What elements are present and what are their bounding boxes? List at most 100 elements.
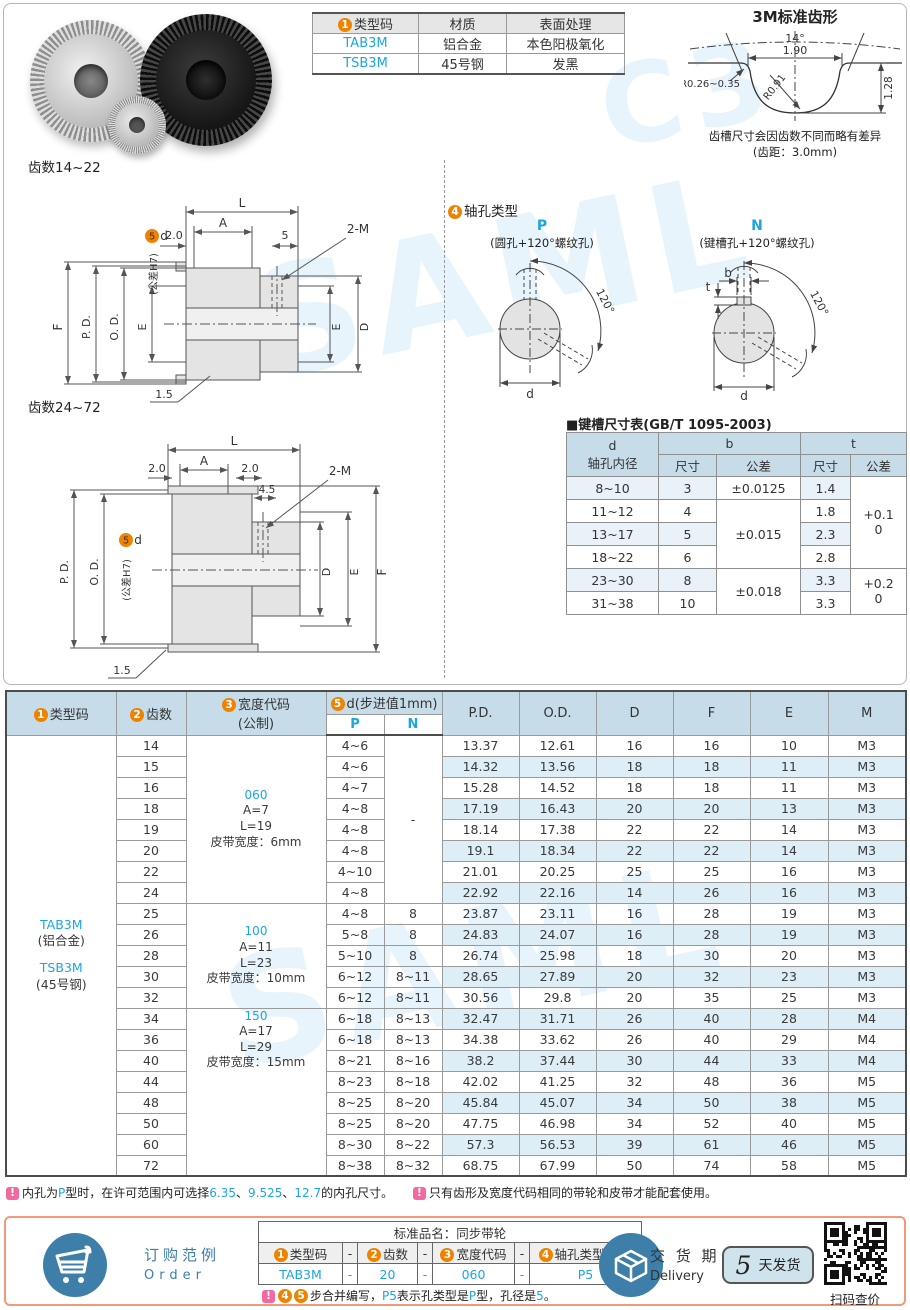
n-bore-range-cell[interactable]: 8~32 (383, 1154, 443, 1177)
n-bore-range-cell[interactable]: 8~16 (383, 1049, 443, 1072)
d-cell: 34 (595, 1091, 674, 1114)
note-text: 步合并编写， (310, 1289, 383, 1303)
teeth-cell[interactable]: 20 (115, 839, 187, 862)
n-bore-range-cell[interactable]: 8~13 (383, 1007, 443, 1030)
order-value-cell[interactable]: 060 (432, 1263, 515, 1285)
teeth-cell[interactable]: 32 (115, 986, 187, 1009)
p-bore-range-cell[interactable]: 8~25 (325, 1112, 385, 1135)
p-bore-range-cell[interactable]: 4~8 (325, 797, 385, 820)
p-bore-range-cell[interactable]: 6~18 (325, 1007, 385, 1030)
keyway-t-tolerance-cell: +0.1 0 (850, 476, 907, 569)
order-example-label: 订购范例 Order (144, 1244, 220, 1283)
p-bore-range-cell[interactable]: 4~8 (325, 902, 385, 925)
n-bore-range-cell[interactable]: 8~11 (383, 986, 443, 1009)
teeth-cell[interactable]: 25 (115, 902, 187, 925)
delivery-box-icon (599, 1233, 663, 1297)
width-code-detail: L=23 (239, 955, 272, 970)
order-value-cell[interactable]: 20 (357, 1263, 418, 1285)
svg-text:L: L (239, 196, 246, 210)
spec-type-code[interactable]: TSB3M (312, 53, 419, 75)
order-header-label: - (347, 1245, 353, 1261)
svg-text:4.5: 4.5 (259, 484, 276, 496)
order-value-cell[interactable]: TAB3M (258, 1263, 343, 1285)
d-cell: 16 (595, 902, 674, 925)
p-bore-range-cell[interactable]: 5~10 (325, 944, 385, 967)
p-bore-range-cell[interactable]: 8~38 (325, 1154, 385, 1177)
n-bore-range-cell[interactable]: 8 (383, 944, 443, 967)
bore-type-p: P (圆孔+120°螺纹孔) 120° d (452, 218, 632, 405)
m-cell: M5 (827, 1091, 907, 1114)
teeth-cell[interactable]: 26 (115, 923, 187, 946)
n-bore-range-cell[interactable]: 8 (383, 923, 443, 946)
f-cell: 22 (672, 818, 751, 841)
f-cell: 26 (672, 881, 751, 904)
width-code-value[interactable]: 060 (244, 787, 268, 802)
teeth-cell[interactable]: 50 (115, 1112, 187, 1135)
teeth-cell[interactable]: 24 (115, 881, 187, 904)
d-cell: 18 (595, 776, 674, 799)
n-bore-range-cell[interactable]: 8~22 (383, 1133, 443, 1156)
type-code-link[interactable]: TSB3M (39, 960, 83, 976)
n-bore-range-cell[interactable]: 8~11 (383, 965, 443, 988)
p-bore-range-cell[interactable]: 8~25 (325, 1091, 385, 1114)
teeth-cell[interactable]: 22 (115, 860, 187, 883)
teeth-cell[interactable]: 48 (115, 1091, 187, 1114)
p-bore-range-cell[interactable]: 6~12 (325, 965, 385, 988)
pd-cell: 38.2 (441, 1049, 520, 1072)
teeth-cell[interactable]: 16 (115, 776, 187, 799)
n-bore-range-cell[interactable]: 8~20 (383, 1091, 443, 1114)
teeth-cell[interactable]: 34 (115, 1007, 187, 1030)
p-bore-range-cell[interactable]: 8~21 (325, 1049, 385, 1072)
p-bore-range-cell[interactable]: 4~8 (325, 839, 385, 862)
p-bore-range-cell[interactable]: 8~30 (325, 1133, 385, 1156)
width-code-value[interactable]: 100 (244, 924, 268, 939)
keyway-bore-range-cell: 23~30 (566, 568, 659, 592)
teeth-cell[interactable]: 15 (115, 755, 187, 778)
teeth-cell[interactable]: 19 (115, 818, 187, 841)
order-header-label: - (422, 1245, 428, 1261)
n-bore-range-cell[interactable]: 8~18 (383, 1070, 443, 1093)
teeth-cell[interactable]: 72 (115, 1154, 187, 1177)
order-table-title: 标准品名：同步带轮 (258, 1221, 642, 1243)
n-bore-range-cell[interactable]: 8~13 (383, 1028, 443, 1051)
qr-code (824, 1222, 887, 1285)
n-bore-range-cell[interactable]: 8 (383, 902, 443, 925)
svg-text:E: E (330, 323, 343, 330)
p-bore-range-cell[interactable]: 6~12 (325, 986, 385, 1009)
p-bore-range-cell[interactable]: 5~8 (325, 923, 385, 946)
width-code-value[interactable]: 150 (244, 1008, 268, 1023)
teeth-cell[interactable]: 30 (115, 965, 187, 988)
od-cell: 23.11 (518, 902, 597, 925)
n-bore-range-cell[interactable]: 8~20 (383, 1112, 443, 1135)
teeth-cell[interactable]: 36 (115, 1028, 187, 1051)
order-dash-cell: - (417, 1242, 433, 1264)
p-bore-range-cell[interactable]: 6~18 (325, 1028, 385, 1051)
product-photo-small-pulley (108, 96, 166, 154)
p-bore-range-cell[interactable]: 4~7 (325, 776, 385, 799)
teeth-cell[interactable]: 28 (115, 944, 187, 967)
p-bore-range-cell[interactable]: 4~8 (325, 881, 385, 904)
p-bore-range-cell[interactable]: 4~6 (325, 755, 385, 778)
teeth-cell[interactable]: 18 (115, 797, 187, 820)
od-cell: 56.53 (518, 1133, 597, 1156)
type-code-link[interactable]: TAB3M (39, 916, 83, 932)
e-cell: 29 (749, 1028, 829, 1051)
spec-type-code[interactable]: TAB3M (312, 33, 419, 54)
col-header-E: E (749, 690, 829, 736)
f-cell: 52 (672, 1112, 751, 1135)
p-bore-range-cell[interactable]: 4~8 (325, 818, 385, 841)
p-bore-range-cell[interactable]: 4~6 (325, 734, 385, 757)
p-bore-range-cell[interactable]: 8~23 (325, 1070, 385, 1093)
teeth-cell[interactable]: 44 (115, 1070, 187, 1093)
teeth-cell[interactable]: 60 (115, 1133, 187, 1156)
svg-text:A: A (219, 216, 228, 230)
p-bore-range-cell[interactable]: 4~10 (325, 860, 385, 883)
teeth-cell[interactable]: 40 (115, 1049, 187, 1072)
d-cell: 20 (595, 986, 674, 1009)
teeth-cell[interactable]: 14 (115, 734, 187, 757)
